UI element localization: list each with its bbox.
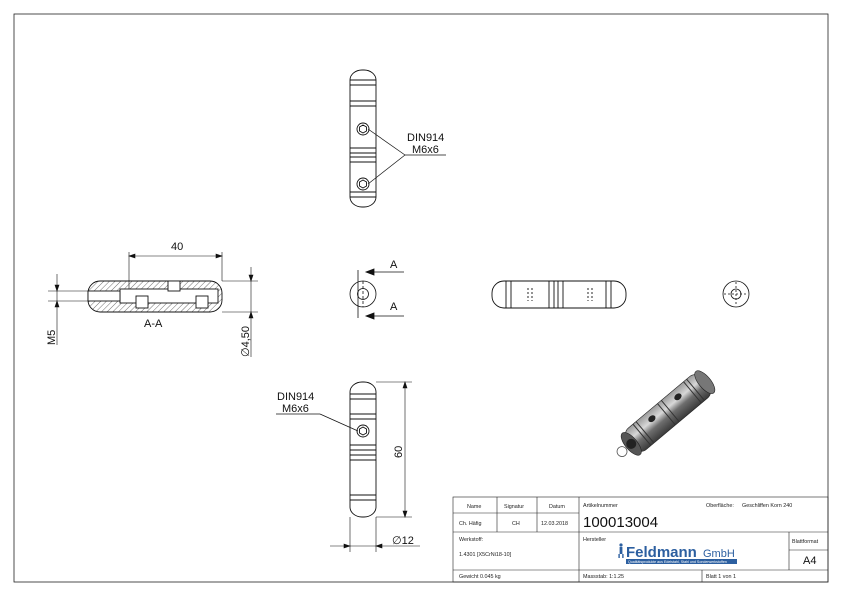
tb-header-name: Name <box>467 504 481 510</box>
tb-format-value: A4 <box>803 555 816 567</box>
callout-leader-bottom <box>276 413 359 432</box>
tb-scale: Massstab: 1:1.25 <box>583 574 624 580</box>
front-dimension-lines <box>330 381 420 552</box>
callout-bottom-name: DIN914 <box>277 391 314 403</box>
set-screw-upper-icon <box>356 122 370 136</box>
tb-sheet: Blatt 1 von 1 <box>706 574 736 580</box>
front-view-part <box>349 381 377 518</box>
tb-manufacturer-label: Hersteller <box>583 537 606 543</box>
feldmann-man-icon <box>618 543 624 558</box>
cut-line-arrows <box>364 268 404 320</box>
set-screw-front-icon <box>356 424 370 438</box>
tb-date-value: 12.03.2018 <box>541 521 568 527</box>
side-view-part <box>491 280 627 309</box>
end-view-part <box>349 270 377 318</box>
tb-surface-value: Geschliffen Korn 240 <box>742 503 792 509</box>
drawing-frame <box>13 13 829 583</box>
top-view-part <box>349 69 377 208</box>
company-suffix: GmbH <box>703 548 735 560</box>
small-end-view-part <box>722 280 750 308</box>
callout-top-name: DIN914 <box>407 132 444 144</box>
set-screw-lower-icon <box>356 177 370 191</box>
tb-name-value: Ch. Häfig <box>459 521 481 527</box>
callout-top-size: M6x6 <box>412 144 439 156</box>
title-block <box>452 496 829 583</box>
dimension-thread-m5: M5 <box>46 330 58 345</box>
tb-material-value: 1.4301 [X5CrNi18-10] <box>459 552 512 558</box>
tb-material-label: Werkstoff: <box>459 537 483 543</box>
callout-leaders-top <box>367 128 446 185</box>
dimension-dia-12: ∅12 <box>392 535 414 547</box>
cut-label-a-lower: A <box>390 301 398 313</box>
company-logo: Feldmann GmbH Qualitätsprodukte aus Edel… <box>618 543 737 564</box>
company-tagline: Qualitätsprodukte aus Edelstahl, Stahl u… <box>628 560 727 564</box>
section-dimension-lines <box>48 252 258 357</box>
tb-signature-value: CH <box>512 521 520 527</box>
tb-format-label: Blattformat <box>792 539 819 545</box>
isometric-part-render <box>616 370 716 457</box>
company-name: Feldmann <box>626 544 697 561</box>
tb-header-date: Datum <box>549 504 565 510</box>
tb-weight: Gewicht 0.045 kg <box>459 574 501 580</box>
dimension-length-40: 40 <box>171 241 183 253</box>
dimension-dia-450: ∅4,50 <box>240 326 252 357</box>
section-label-a-a: A-A <box>144 318 163 330</box>
callout-bottom-size: M6x6 <box>282 403 309 415</box>
tb-article-label: Artikelnummer <box>583 503 618 509</box>
cut-label-a-upper: A <box>390 259 398 271</box>
tb-article-number: 100013004 <box>583 514 658 531</box>
tb-header-signature: Signatur <box>504 504 524 510</box>
section-view-part <box>87 280 223 313</box>
dimension-length-60: 60 <box>393 446 405 458</box>
tb-surface-label: Oberfläche: <box>706 503 734 509</box>
